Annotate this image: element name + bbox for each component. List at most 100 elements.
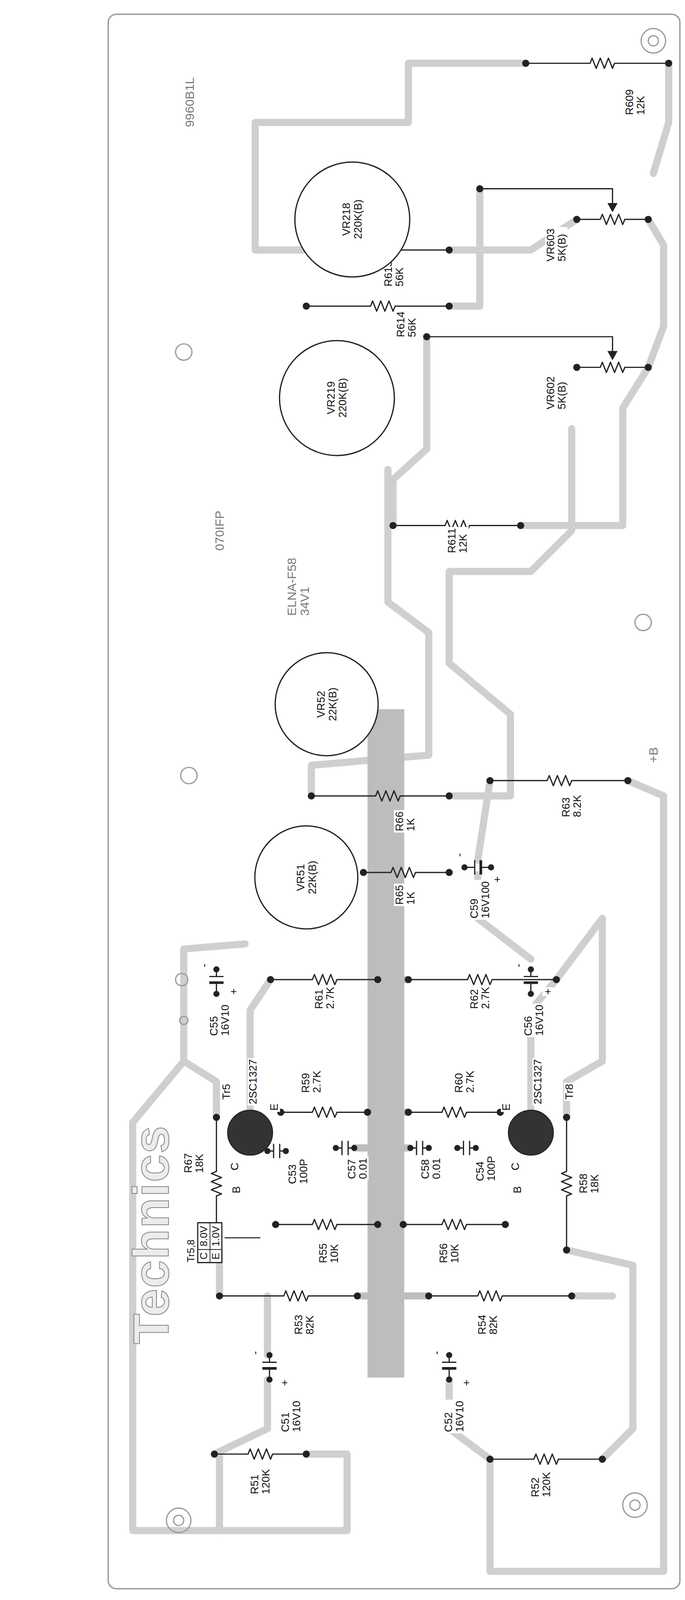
label-text: R59 bbox=[300, 1070, 312, 1093]
label-text: R614 bbox=[395, 311, 407, 338]
component-label: R612.7K bbox=[313, 985, 336, 1011]
capacitor-plates bbox=[209, 859, 539, 1368]
node-text: 220K(B) bbox=[336, 378, 349, 418]
copper-traces bbox=[132, 63, 669, 1571]
label-text: C bbox=[229, 1162, 241, 1170]
label-text: 0.01 bbox=[357, 1157, 369, 1179]
component-label: Tr8 bbox=[564, 1082, 576, 1101]
component-label: R602.7K bbox=[453, 1069, 476, 1094]
label-text: VR603 bbox=[545, 228, 557, 262]
label-text: 120K bbox=[260, 1468, 272, 1495]
node-text: VR51 bbox=[294, 860, 307, 895]
label-text: VR602 bbox=[545, 376, 557, 410]
potentiometer-circle: VR218220K(B) bbox=[293, 160, 412, 279]
label-text: 12K bbox=[635, 89, 647, 115]
label-text: R67 bbox=[182, 1152, 194, 1173]
label-text: + bbox=[228, 988, 240, 995]
component-label: + bbox=[542, 987, 554, 996]
table-cell: 8.0V bbox=[198, 1223, 210, 1250]
brand-logo: Technics bbox=[125, 1123, 178, 1346]
component-label: E bbox=[500, 1101, 512, 1112]
ground-bus bbox=[367, 709, 405, 1378]
component-label: Tr5 bbox=[220, 1082, 233, 1101]
label-text: C54 bbox=[474, 1155, 486, 1181]
component-label: R61112K bbox=[446, 526, 469, 555]
component-label: R60912K bbox=[623, 88, 646, 117]
component-label: C54100P bbox=[474, 1154, 497, 1182]
component-label: C bbox=[229, 1160, 241, 1172]
component-label: C580.01 bbox=[419, 1156, 443, 1180]
label-text: R65 bbox=[393, 884, 406, 905]
label-text: C52 bbox=[442, 1400, 455, 1432]
potentiometer-symbols bbox=[426, 188, 649, 373]
label-text: + bbox=[542, 988, 554, 995]
circle-shape bbox=[294, 161, 410, 277]
label-text: Technics bbox=[125, 1125, 178, 1344]
component-label: - bbox=[249, 1349, 261, 1356]
label-text: Tr5 bbox=[220, 1083, 233, 1100]
circle-shape bbox=[254, 825, 358, 929]
table-cell: 1.0V bbox=[210, 1223, 222, 1250]
label-text: + bbox=[279, 1379, 291, 1386]
component-label: R51120K bbox=[249, 1467, 272, 1496]
component-label: + bbox=[228, 987, 240, 996]
component-label: R5382K bbox=[293, 1313, 316, 1336]
node-text: VR218 bbox=[340, 199, 353, 240]
label-text: 56K bbox=[393, 260, 406, 287]
label-text: R61 bbox=[313, 986, 325, 1009]
component-label: C bbox=[509, 1160, 522, 1172]
component-label: C5516V10 bbox=[208, 1003, 231, 1038]
label-text: 1K bbox=[405, 884, 417, 905]
component-label: R592.7K bbox=[300, 1069, 323, 1094]
label-text: 12K bbox=[457, 528, 469, 553]
label-text: 100P bbox=[298, 1158, 310, 1185]
node-text: VR219 bbox=[325, 378, 337, 418]
label-text: R63 bbox=[560, 794, 572, 818]
component-label: B bbox=[231, 1184, 243, 1195]
label-text: B bbox=[511, 1186, 524, 1194]
component-label: C570.01 bbox=[346, 1156, 369, 1180]
label-text: C57 bbox=[346, 1157, 358, 1179]
component-label: - bbox=[453, 851, 465, 859]
label-text: 82K bbox=[487, 1314, 500, 1335]
label-text: 2SC1327 bbox=[532, 1058, 544, 1104]
component-label: R661K bbox=[393, 809, 417, 833]
mounting-holes bbox=[166, 28, 666, 1533]
circle-shape bbox=[275, 652, 379, 756]
label-text: - bbox=[198, 963, 210, 967]
label-text: + bbox=[460, 1379, 473, 1386]
label-text: 100P bbox=[485, 1155, 497, 1181]
component-label: C5116V10 bbox=[279, 1399, 303, 1433]
label-text: 2.7K bbox=[311, 1070, 323, 1093]
label-text: 18K bbox=[193, 1152, 206, 1173]
component-label: C5916V100 bbox=[468, 879, 492, 920]
component-label: 2SC1327 bbox=[247, 1057, 259, 1105]
label-text: 070IFP bbox=[212, 510, 226, 551]
label-text: E bbox=[500, 1103, 512, 1111]
label-text: 16V100 bbox=[479, 880, 492, 919]
label-text: R62 bbox=[468, 986, 480, 1009]
label-text: C58 bbox=[419, 1157, 431, 1179]
circle-text: VR5122K(B) bbox=[294, 860, 319, 895]
label-text: 0.01 bbox=[430, 1157, 443, 1179]
component-label: - bbox=[198, 961, 210, 969]
component-label: R5510K bbox=[317, 1241, 341, 1265]
label-text: 10K bbox=[449, 1242, 461, 1263]
component-label: 9960B1L bbox=[183, 75, 197, 129]
component-label: +B bbox=[646, 746, 660, 765]
label-text: 16V10 bbox=[454, 1400, 466, 1432]
node-text: 22K(B) bbox=[326, 687, 339, 721]
component-label: VR6035K(B) bbox=[545, 227, 568, 263]
potentiometer-circle: VR219220K(B) bbox=[277, 338, 397, 458]
solder-pads bbox=[210, 59, 673, 1463]
component-label: - bbox=[513, 961, 525, 969]
component-label: + bbox=[279, 1377, 291, 1387]
component-label: + bbox=[460, 1377, 473, 1387]
label-text: + bbox=[491, 876, 503, 883]
label-text: 2.7K bbox=[479, 986, 492, 1009]
potentiometer-circle: VR5222K(B) bbox=[273, 650, 380, 758]
label-text: C53 bbox=[286, 1158, 299, 1185]
label-text: E bbox=[269, 1103, 281, 1111]
label-text: 16V10 bbox=[219, 1004, 231, 1036]
label-text: R56 bbox=[437, 1242, 450, 1263]
